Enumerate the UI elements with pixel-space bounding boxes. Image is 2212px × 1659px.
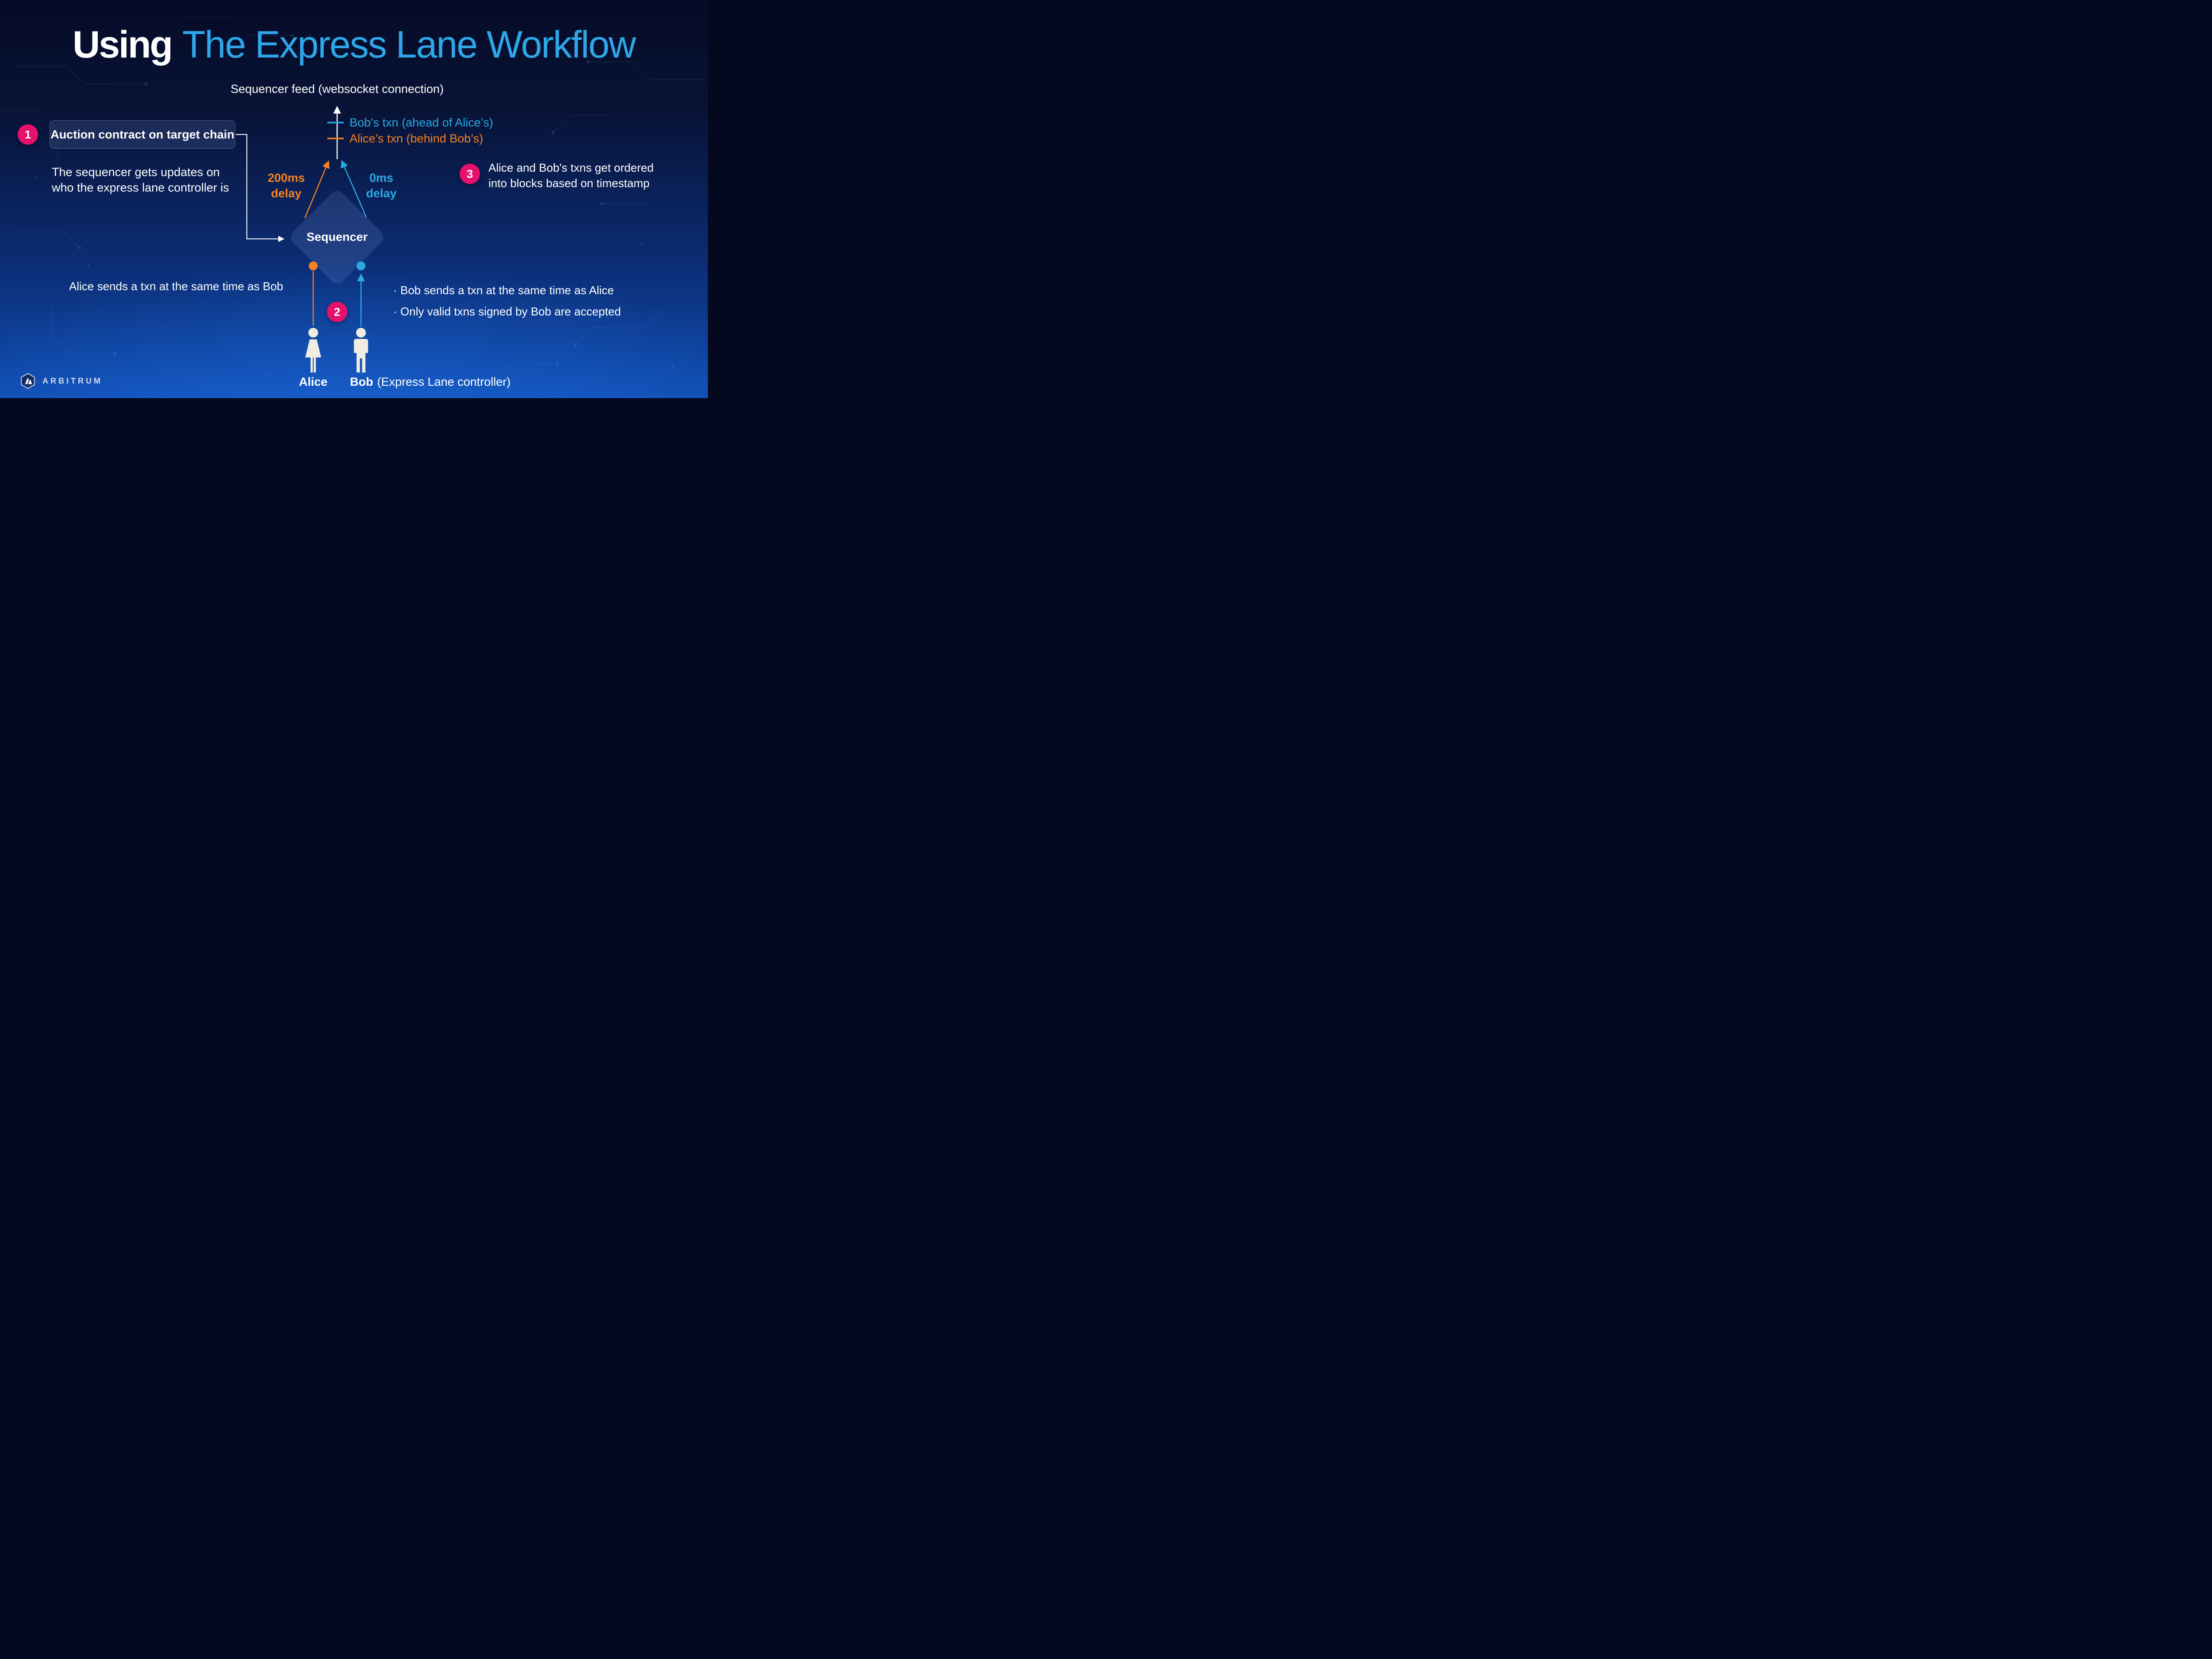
step-1-description-line-2: who the express lane controller is xyxy=(52,181,229,194)
bob-txn-dot xyxy=(357,261,365,270)
step-1-description: The sequencer gets updates on who the ex… xyxy=(52,165,229,196)
bob-delay-label: 0ms delay xyxy=(350,170,412,201)
bob-delay-word: delay xyxy=(366,187,397,200)
step-1-badge: 1 xyxy=(18,124,38,145)
step-1-number: 1 xyxy=(24,127,31,141)
sequencer-feed-label: Sequencer feed (websocket connection) xyxy=(230,82,444,96)
alice-txn-dot xyxy=(309,261,318,270)
alice-delay-arrow xyxy=(304,160,330,219)
alice-delay-label: 200ms delay xyxy=(255,170,317,201)
title-rest: The Express Lane Workflow xyxy=(182,23,636,66)
alice-delay-word: delay xyxy=(271,187,302,200)
step-3-description-line-2: into blocks based on timestamp xyxy=(488,177,650,190)
title-lead: Using xyxy=(73,23,173,66)
brand-footer: ARBITRUM xyxy=(19,373,103,389)
step-2-number: 2 xyxy=(334,305,341,319)
diagram-connectors xyxy=(236,106,367,326)
circuit-nodes xyxy=(56,34,603,365)
brand-name: ARBITRUM xyxy=(42,376,103,385)
circuit-pattern-background xyxy=(0,17,708,382)
step-3-description-line-1: Alice and Bob's txns get ordered xyxy=(488,161,654,174)
step-3-number: 3 xyxy=(466,167,473,180)
bob-notes: · Bob sends a txn at the same time as Al… xyxy=(393,280,621,322)
step-1-description-line-1: The sequencer gets updates on xyxy=(52,165,220,179)
bob-name: Bob xyxy=(350,375,373,388)
bob-note-1: · Bob sends a txn at the same time as Al… xyxy=(393,284,614,297)
auction-to-sequencer-connector xyxy=(236,134,284,242)
bob-delay-arrow xyxy=(341,160,367,218)
sequencer-label: Sequencer xyxy=(306,230,368,244)
alice-label: Alice xyxy=(299,375,328,388)
alice-delay-value: 200ms xyxy=(267,171,305,184)
auction-contract-box: Auction contract on target chain xyxy=(50,120,235,149)
legend-bob-txn: Bob’s txn (ahead of Alice’s) xyxy=(349,116,493,129)
arbitrum-logo-icon xyxy=(21,373,35,389)
auction-contract-label: Auction contract on target chain xyxy=(50,127,234,141)
legend-alice-txn: Alice’s txn (behind Bob’s) xyxy=(349,132,484,145)
bob-label: Bob (Express Lane controller) xyxy=(350,375,511,389)
alice-note: Alice sends a txn at the same time as Bo… xyxy=(69,280,284,293)
step-2-badge: 2 xyxy=(327,302,347,322)
circuit-dots xyxy=(34,34,674,377)
alice-person-icon xyxy=(305,328,321,373)
bob-delay-value: 0ms xyxy=(369,171,394,184)
circuit-traces xyxy=(0,17,708,382)
bob-person-icon xyxy=(354,328,368,373)
bob-role: (Express Lane controller) xyxy=(377,375,511,388)
bob-note-2: · Only valid txns signed by Bob are acce… xyxy=(393,305,621,318)
step-3-badge: 3 xyxy=(460,164,480,184)
step-3-description: Alice and Bob's txns get ordered into bl… xyxy=(488,160,654,191)
